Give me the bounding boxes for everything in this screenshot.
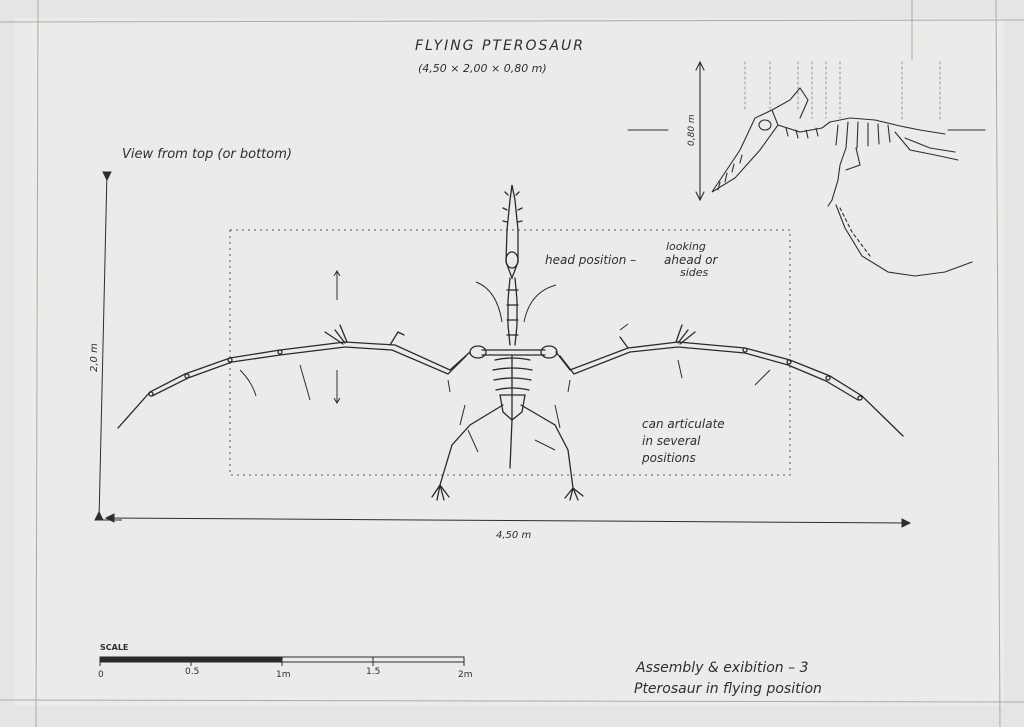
height-dimension [94, 171, 112, 521]
drawing-title: FLYING PTEROSAUR [415, 38, 585, 54]
side-height-dim-label: 0,80 m [687, 114, 697, 146]
view-label: View from top (or bottom) [122, 147, 292, 162]
caption-line-1: Assembly & exibition – 3 [635, 660, 808, 676]
dimensions-note: (4,50 × 2,00 × 0,80 m) [418, 62, 547, 75]
scale-tick-0: 0 [98, 670, 104, 680]
articulate-note-1: can articulate [642, 417, 725, 431]
scale-tick-1-5: 1.5 [366, 667, 380, 677]
scale-tick-1m: 1m [276, 670, 291, 680]
scale-tick-0-5: 0.5 [185, 667, 199, 677]
articulate-note-2: in several [642, 434, 701, 448]
head-note-ahead: ahead or [664, 253, 718, 267]
scale-label: SCALE [100, 643, 128, 652]
head-note-main: head position – [545, 253, 636, 267]
height-dim-label: 2,0 m [89, 343, 100, 372]
articulate-note-3: positions [641, 451, 696, 465]
width-dim-label: 4,50 m [496, 530, 531, 541]
caption-line-2: Pterosaur in flying position [634, 681, 822, 697]
head-note-looking: looking [666, 240, 706, 253]
pterosaur-top-view [117, 184, 904, 501]
head-note-sides: sides [680, 266, 709, 279]
width-dimension [96, 513, 912, 528]
pterosaur-side-view [627, 60, 986, 277]
scale-tick-2m: 2m [458, 670, 473, 680]
scale-bar [99, 656, 465, 666]
paper-inner [14, 18, 1004, 706]
movement-arrows [239, 270, 771, 453]
